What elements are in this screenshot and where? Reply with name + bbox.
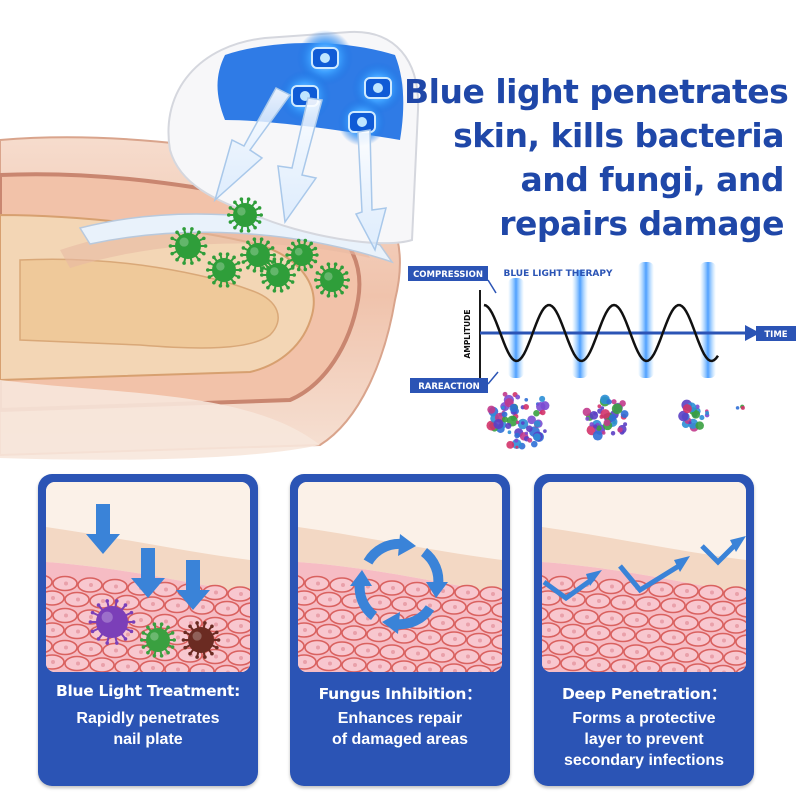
card-illustration <box>46 482 250 672</box>
blue-light-device-icon <box>167 30 420 245</box>
fungus-icon <box>206 252 242 288</box>
card-description-line: layer to prevent <box>584 731 704 748</box>
hero-illustration: COMPRESSION RAREACTION BLUE LIGHT THERAP… <box>0 30 796 460</box>
card-description: Enhances repair of damaged areas <box>294 708 506 750</box>
fungus-icon <box>168 227 208 265</box>
wave-title: BLUE LIGHT THERAPY <box>504 269 613 279</box>
headline-line-2: skin, kills bacteria <box>453 116 784 155</box>
down-arrow-icon <box>277 97 323 225</box>
fungus-icon <box>285 238 319 272</box>
zigzag-arrow-icon <box>542 540 740 602</box>
card-title: Fungus Inhibition： <box>318 685 482 703</box>
down-arrow-icon <box>86 504 210 610</box>
card-description-line: nail plate <box>113 731 183 748</box>
fungus-icon <box>88 599 136 645</box>
card-description: Rapidly penetrates nail plate <box>42 708 254 750</box>
fungus-icon <box>240 237 277 273</box>
fungus-icon <box>88 599 221 659</box>
card-description-line: of damaged areas <box>331 731 469 748</box>
headline-line-1: Blue light penetrates <box>404 72 789 111</box>
fungus-icon <box>140 622 176 658</box>
skin-layer-illustration <box>298 482 502 672</box>
rareaction-label: RAREACTION <box>418 382 480 392</box>
card-description-line: Enhances repair <box>337 710 463 727</box>
card-title: Deep Penetration： <box>561 685 727 703</box>
fungus-icon <box>314 262 351 298</box>
down-arrow-icon <box>354 129 388 253</box>
card-blue-light-treatment: Blue Light Treatment: Rapidly penetrates… <box>38 474 258 786</box>
fungi-cluster <box>168 197 351 298</box>
feature-cards: Blue Light Treatment: Rapidly penetrates… <box>38 474 762 786</box>
skin-layer-illustration <box>46 482 250 672</box>
headline-line-3: and fungi, and <box>520 160 784 199</box>
card-title: Blue Light Treatment: <box>55 682 241 700</box>
fungus-icon <box>181 621 221 659</box>
wave-diagram: COMPRESSION RAREACTION BLUE LIGHT THERAP… <box>408 262 796 393</box>
headline: Blue light penetrates skin, kills bacter… <box>404 70 789 246</box>
wave-line <box>483 303 720 363</box>
amplitude-label: AMPLITUDE <box>463 310 472 359</box>
card-illustration <box>298 482 502 672</box>
fungus-icon <box>260 257 297 293</box>
card-fungus-inhibition: Fungus Inhibition： Enhances repair of da… <box>290 474 510 786</box>
light-beams <box>213 87 388 253</box>
light-bars <box>508 262 716 378</box>
card-description-line: Forms a protective <box>572 710 716 727</box>
card-illustration <box>542 482 746 672</box>
bacteria-clusters <box>486 391 745 450</box>
down-arrow-icon <box>213 87 292 203</box>
card-description: Forms a protective layer to prevent seco… <box>538 708 750 771</box>
fungus-icon <box>227 197 264 233</box>
card-description-line: secondary infections <box>563 752 725 769</box>
skin-layer-illustration <box>542 482 746 672</box>
card-deep-penetration: Deep Penetration： Forms a protective lay… <box>534 474 754 786</box>
hero-svg: COMPRESSION RAREACTION BLUE LIGHT THERAP… <box>0 30 796 460</box>
time-label: TIME <box>764 330 787 340</box>
card-description-line: Rapidly penetrates <box>76 710 220 727</box>
compression-label: COMPRESSION <box>413 270 483 280</box>
headline-line-4: repairs damage <box>499 204 784 243</box>
